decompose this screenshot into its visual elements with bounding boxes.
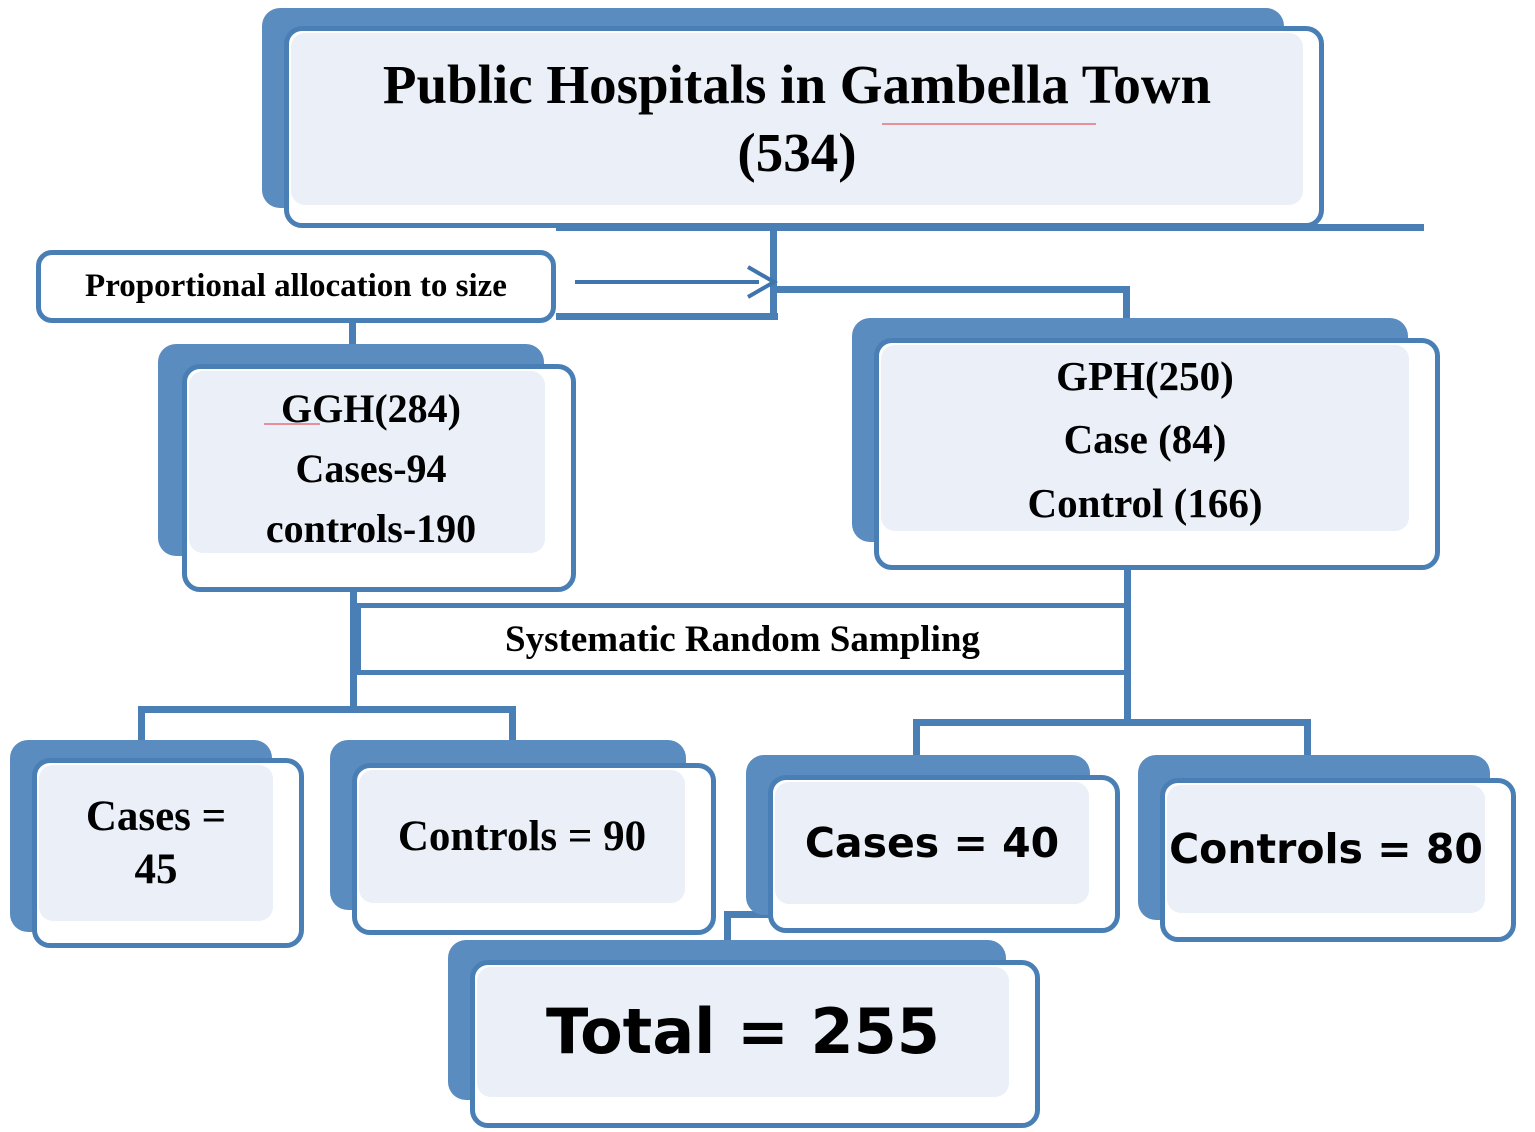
ggh-line-1: GGH(284) — [281, 385, 461, 431]
ggh-cases-label: Cases = 45 — [39, 765, 273, 921]
connector-allocation-bottom — [556, 313, 778, 320]
total-inner — [477, 967, 1009, 1097]
ggh-label: GGH(284) Cases-94 controls-190 — [175, 371, 567, 566]
spellcheck-underline-gambella — [882, 123, 1096, 125]
connector-gph-right-drop — [1304, 719, 1311, 761]
gph-line-2: Case (84) — [1063, 416, 1227, 463]
connector-to-gph-vertical — [1123, 286, 1130, 328]
title-inner — [291, 33, 1303, 205]
connector-allocation-to-ggh — [349, 320, 356, 348]
title-line-1: Public Hospitals in Gambella Town — [382, 53, 1212, 115]
connector-to-gph-horizontal — [770, 286, 1130, 293]
connector-ggh-right-drop — [509, 706, 516, 748]
gph-line-1: GPH(250) — [1056, 352, 1234, 399]
gph-controls-line-1: Controls = 80 — [1169, 824, 1483, 873]
ggh-cases-line-1: Cases = — [85, 792, 227, 840]
gph-cases-label: Cases = 40 — [775, 782, 1089, 904]
box-systematic-random-sampling[interactable]: Systematic Random Sampling — [356, 603, 1129, 675]
title-label: Public Hospitals in Gambella Town (534) — [291, 33, 1303, 205]
gph-inner — [881, 345, 1409, 531]
total-label: Total = 255 — [477, 967, 1009, 1097]
gph-controls-label: Controls = 80 — [1167, 785, 1485, 913]
allocation-label: Proportional allocation to size — [85, 268, 507, 304]
ggh-cases-line-2: 45 — [134, 846, 178, 893]
sampling-label: Systematic Random Sampling — [505, 618, 980, 660]
connector-total-stem — [724, 915, 731, 945]
connector-ggh-down — [350, 588, 357, 710]
connector-gph-left-drop — [913, 719, 920, 761]
connector-gph-split — [913, 719, 1311, 726]
gph-cases-line-1: Cases = 40 — [804, 818, 1060, 867]
ggh-line-2: Cases-94 — [295, 445, 447, 491]
connector-ggh-split — [138, 706, 516, 713]
gph-cases-inner — [775, 782, 1089, 904]
ggh-cases-inner — [39, 765, 273, 921]
gph-line-3: Control (166) — [1027, 479, 1263, 526]
allocation-arrow-line — [575, 280, 759, 284]
spellcheck-underline-ggh — [264, 423, 320, 425]
box-proportional-allocation[interactable]: Proportional allocation to size — [36, 250, 556, 323]
ggh-line-3: controls-190 — [265, 505, 477, 551]
ggh-controls-inner — [359, 770, 685, 903]
gph-label: GPH(250) Case (84) Control (166) — [881, 345, 1409, 535]
title-line-2: (534) — [737, 122, 857, 183]
connector-ggh-left-drop — [138, 706, 145, 748]
total-line-1: Total = 255 — [546, 994, 940, 1068]
gph-controls-inner — [1167, 785, 1485, 913]
ggh-controls-label: Controls = 90 — [359, 770, 685, 903]
ggh-inner — [189, 371, 545, 553]
ggh-controls-line-1: Controls = 90 — [397, 812, 647, 860]
connector-bus-down-right — [770, 224, 777, 317]
